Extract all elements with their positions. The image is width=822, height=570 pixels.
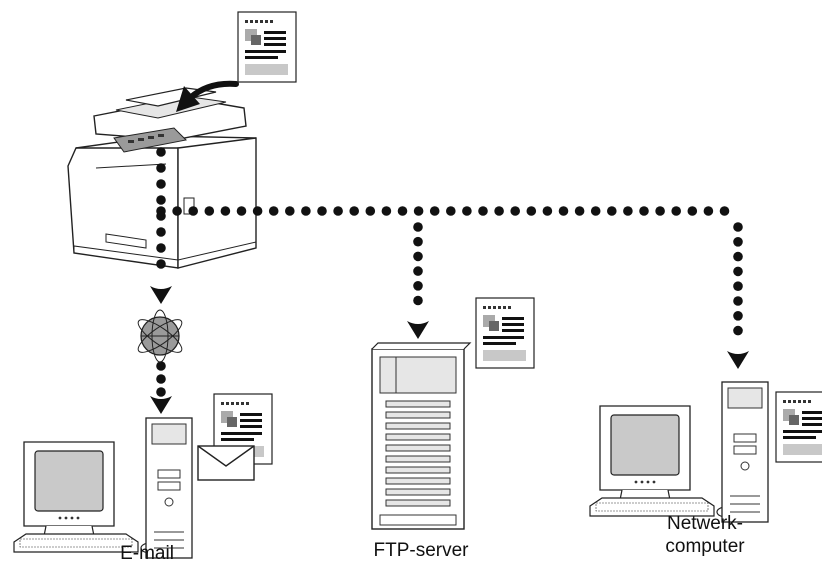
- server-drive-bay: [385, 422, 451, 430]
- connection-dot: [204, 206, 215, 216]
- network-connection-lines: [156, 147, 743, 397]
- connection-dot: [413, 206, 424, 216]
- connection-dot: [429, 206, 440, 216]
- connection-dot: [413, 222, 423, 232]
- connection-dot: [733, 222, 743, 232]
- connection-dot: [733, 237, 743, 247]
- arrow-to-ftp: [407, 321, 429, 339]
- connection-dot: [156, 361, 166, 371]
- connection-dot: [590, 206, 601, 216]
- connection-dot: [733, 311, 743, 321]
- connection-dot: [413, 236, 423, 247]
- connection-dot: [156, 259, 166, 269]
- connection-dot: [172, 206, 182, 216]
- curved-arrow-icon: [176, 80, 239, 112]
- connection-dot: [156, 374, 166, 384]
- connection-dot: [156, 211, 166, 221]
- connection-dot: [252, 206, 263, 216]
- connection-dot: [268, 206, 279, 216]
- arrow-to-network-pc: [727, 351, 749, 369]
- arrow-to-globe: [150, 286, 172, 304]
- connection-dot: [655, 206, 665, 216]
- server-drive-bay: [385, 477, 451, 485]
- desktop-computer-icon: [589, 381, 769, 523]
- connection-dot: [156, 387, 166, 397]
- server-drive-bay: [385, 488, 451, 496]
- server-drive-bay: [385, 466, 451, 474]
- connection-dot: [733, 251, 743, 262]
- email-label: E-mail: [120, 543, 174, 564]
- connection-dot: [188, 206, 198, 216]
- desktop-computer-icon: [13, 417, 193, 559]
- connection-dot: [526, 206, 537, 216]
- connection-dot: [413, 266, 423, 276]
- connection-dot: [558, 206, 569, 216]
- connection-dot: [733, 325, 743, 336]
- connection-dot: [156, 195, 166, 205]
- connection-dot: [413, 251, 423, 262]
- connection-dot: [381, 206, 392, 216]
- connection-dot: [285, 206, 295, 216]
- connection-dot: [574, 206, 585, 216]
- connection-dot: [397, 206, 408, 216]
- server-drive-bay: [385, 499, 451, 507]
- connection-dot: [733, 296, 743, 306]
- connection-dot: [156, 163, 166, 173]
- connection-dot: [413, 281, 423, 291]
- connection-dot: [156, 147, 166, 157]
- connection-dot: [220, 206, 231, 216]
- connection-dot: [317, 206, 327, 216]
- connection-dot: [333, 206, 343, 216]
- connection-dot: [607, 206, 617, 216]
- connection-dot: [733, 281, 743, 292]
- server-drive-bay: [385, 444, 451, 452]
- connection-dot: [413, 295, 423, 306]
- connection-dot: [301, 206, 311, 216]
- connection-dot: [478, 206, 488, 216]
- connection-dot: [462, 206, 472, 216]
- connection-dot: [687, 206, 698, 216]
- server-drive-bay: [385, 411, 451, 419]
- server-drive-bay: [385, 400, 451, 408]
- ftp-server-label: FTP-server: [373, 540, 469, 561]
- connection-dot: [156, 179, 166, 189]
- connection-dot: [365, 206, 376, 216]
- connection-dot: [349, 206, 360, 216]
- network-computer-label-line2: computer: [665, 536, 745, 557]
- connection-dot: [510, 206, 520, 216]
- network-computer-label-line1: Netwerk-: [666, 513, 743, 534]
- connection-dot: [671, 206, 681, 216]
- document-icon: [475, 297, 535, 369]
- tower-server-icon: [371, 342, 472, 530]
- connection-dot: [542, 206, 553, 216]
- document-icon: [237, 11, 297, 83]
- document-icon: [775, 391, 822, 463]
- envelope-icon: [197, 445, 255, 481]
- arrow-to-email-pc: [150, 396, 172, 414]
- connection-dot: [623, 206, 633, 216]
- connection-dot: [236, 206, 247, 216]
- server-drive-bay: [385, 455, 451, 463]
- connection-dot: [446, 206, 456, 216]
- mfp-printer-icon: [67, 87, 257, 269]
- connection-dot: [703, 206, 714, 216]
- server-drive-bay: [385, 433, 451, 441]
- internet-globe-icon: [137, 309, 183, 363]
- connection-dot: [639, 206, 649, 216]
- connection-dot: [733, 266, 743, 277]
- connection-dot: [156, 227, 166, 237]
- connection-dot: [494, 206, 504, 216]
- connection-dot: [719, 206, 730, 216]
- connection-dot: [156, 243, 166, 253]
